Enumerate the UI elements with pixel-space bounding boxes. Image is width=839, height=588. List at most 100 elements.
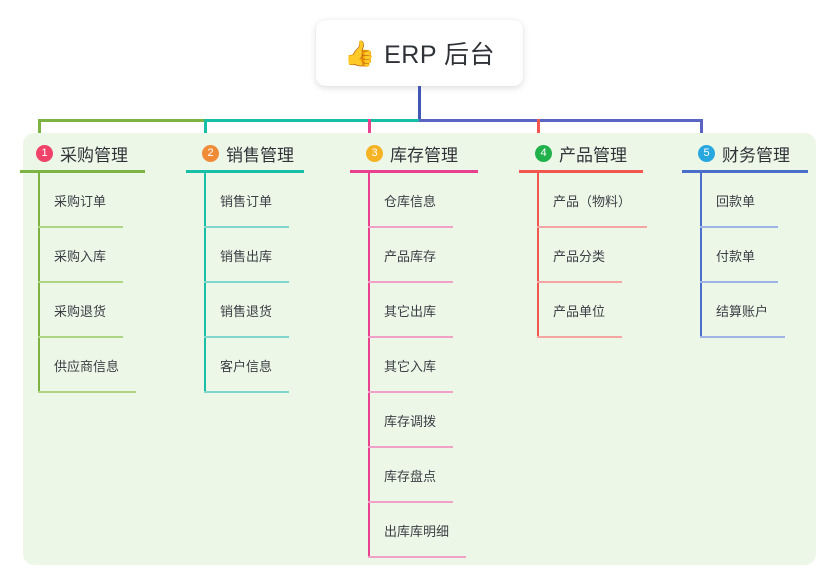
leaf-underline (204, 226, 289, 228)
leaf-underline (368, 446, 453, 448)
branch-underline-3 (350, 170, 478, 173)
branch-underline-2 (186, 170, 304, 173)
branch-header-5[interactable]: 5 财务管理 (682, 133, 816, 173)
branch-items-2: 销售订单销售出库销售退货客户信息 (186, 173, 349, 393)
leaf-label: 其它出库 (384, 304, 437, 319)
leaf-node[interactable]: 库存盘点 (350, 448, 522, 503)
leaf-node[interactable]: 客户信息 (186, 338, 349, 393)
leaf-underline (368, 556, 466, 558)
bus-segment-right (419, 119, 703, 122)
leaf-node[interactable]: 产品库存 (350, 228, 522, 283)
leaf-underline (368, 336, 453, 338)
leaf-underline (204, 281, 289, 283)
leaf-node[interactable]: 供应商信息 (20, 338, 188, 393)
leaf-underline (38, 391, 136, 393)
leaf-node[interactable]: 销售出库 (186, 228, 349, 283)
branch-spine-3 (368, 173, 370, 558)
leaf-label: 采购退货 (54, 304, 107, 319)
leaf-label: 采购订单 (54, 194, 107, 209)
leaf-label: 客户信息 (220, 359, 273, 374)
leaf-label: 产品分类 (553, 249, 606, 264)
leaf-underline (368, 501, 453, 503)
branch-spine-4 (537, 173, 539, 338)
leaf-label: 库存调拨 (384, 414, 437, 429)
leaf-underline (38, 226, 123, 228)
leaf-node[interactable]: 产品单位 (519, 283, 685, 338)
leaf-underline (368, 391, 453, 393)
leaf-label: 产品单位 (553, 304, 606, 319)
branches-panel: 1 采购管理采购订单采购入库采购退货供应商信息 2 销售管理销售订单销售出库销售退货客… (20, 133, 816, 565)
leaf-node[interactable]: 采购入库 (20, 228, 188, 283)
leaf-node[interactable]: 出库库明细 (350, 503, 522, 558)
root-node-erp-backend[interactable]: 👍 ERP 后台 (316, 20, 523, 86)
leaf-underline (537, 226, 647, 228)
branch-badge-3: 3 (366, 144, 383, 162)
leaf-node[interactable]: 采购退货 (20, 283, 188, 338)
leaf-label: 付款单 (716, 249, 756, 264)
branch-column-5: 5 财务管理回款单付款单结算账户 (682, 133, 816, 338)
leaf-label: 产品（物料） (553, 194, 632, 209)
branch-title-1: 采购管理 (60, 145, 128, 165)
branch-underline-4 (519, 170, 643, 173)
leaf-node[interactable]: 库存调拨 (350, 393, 522, 448)
branch-badge-2: 2 (202, 144, 219, 162)
bus-segment-mid (204, 119, 419, 122)
trunk-line (418, 86, 421, 122)
branch-header-1[interactable]: 1 采购管理 (20, 133, 188, 173)
leaf-node[interactable]: 其它入库 (350, 338, 522, 393)
branch-column-1: 1 采购管理采购订单采购入库采购退货供应商信息 (20, 133, 188, 393)
leaf-node[interactable]: 仓库信息 (350, 173, 522, 228)
leaf-label: 销售出库 (220, 249, 273, 264)
branch-title-3: 库存管理 (390, 145, 458, 165)
branch-spine-2 (204, 173, 206, 393)
bus-segment-left (38, 119, 207, 122)
leaf-node[interactable]: 采购订单 (20, 173, 188, 228)
leaf-underline (700, 281, 778, 283)
leaf-label: 产品库存 (384, 249, 437, 264)
branch-items-5: 回款单付款单结算账户 (682, 173, 816, 338)
leaf-underline (368, 226, 453, 228)
thumbs-up-icon: 👍 (343, 38, 376, 68)
leaf-label: 销售退货 (220, 304, 273, 319)
branch-title-4: 产品管理 (559, 145, 627, 165)
branch-underline-1 (20, 170, 145, 173)
leaf-underline (368, 281, 453, 283)
leaf-node[interactable]: 其它出库 (350, 283, 522, 338)
leaf-underline (204, 336, 289, 338)
leaf-node[interactable]: 产品（物料） (519, 173, 685, 228)
branch-spine-1 (38, 173, 40, 393)
branch-items-4: 产品（物料） 产品分类产品单位 (519, 173, 685, 338)
branch-title-5: 财务管理 (722, 145, 790, 165)
leaf-node[interactable]: 销售订单 (186, 173, 349, 228)
leaf-underline (700, 336, 785, 338)
branch-items-1: 采购订单采购入库采购退货供应商信息 (20, 173, 188, 393)
branch-items-3: 仓库信息产品库存其它出库其它入库库存调拨库存盘点出库库明细 (350, 173, 522, 558)
branch-badge-1: 1 (36, 144, 53, 162)
root-node-title: ERP 后台 (384, 41, 496, 69)
leaf-label: 采购入库 (54, 249, 107, 264)
branch-header-2[interactable]: 2 销售管理 (186, 133, 349, 173)
branch-header-4[interactable]: 4 产品管理 (519, 133, 685, 173)
leaf-node[interactable]: 结算账户 (682, 283, 816, 338)
leaf-label: 出库库明细 (384, 524, 450, 539)
leaf-underline (537, 281, 622, 283)
branch-badge-4: 4 (535, 144, 552, 162)
leaf-underline (204, 391, 289, 393)
leaf-node[interactable]: 回款单 (682, 173, 816, 228)
leaf-label: 仓库信息 (384, 194, 437, 209)
branch-header-3[interactable]: 3 库存管理 (350, 133, 522, 173)
leaf-underline (537, 336, 622, 338)
branch-column-2: 2 销售管理销售订单销售出库销售退货客户信息 (186, 133, 349, 393)
leaf-label: 供应商信息 (54, 359, 120, 374)
leaf-label: 回款单 (716, 194, 756, 209)
leaf-underline (38, 336, 123, 338)
leaf-node[interactable]: 付款单 (682, 228, 816, 283)
branch-title-2: 销售管理 (226, 145, 294, 165)
leaf-label: 销售订单 (220, 194, 273, 209)
leaf-node[interactable]: 产品分类 (519, 228, 685, 283)
leaf-node[interactable]: 销售退货 (186, 283, 349, 338)
leaf-underline (38, 281, 123, 283)
branch-badge-5: 5 (698, 144, 715, 162)
leaf-underline (700, 226, 778, 228)
